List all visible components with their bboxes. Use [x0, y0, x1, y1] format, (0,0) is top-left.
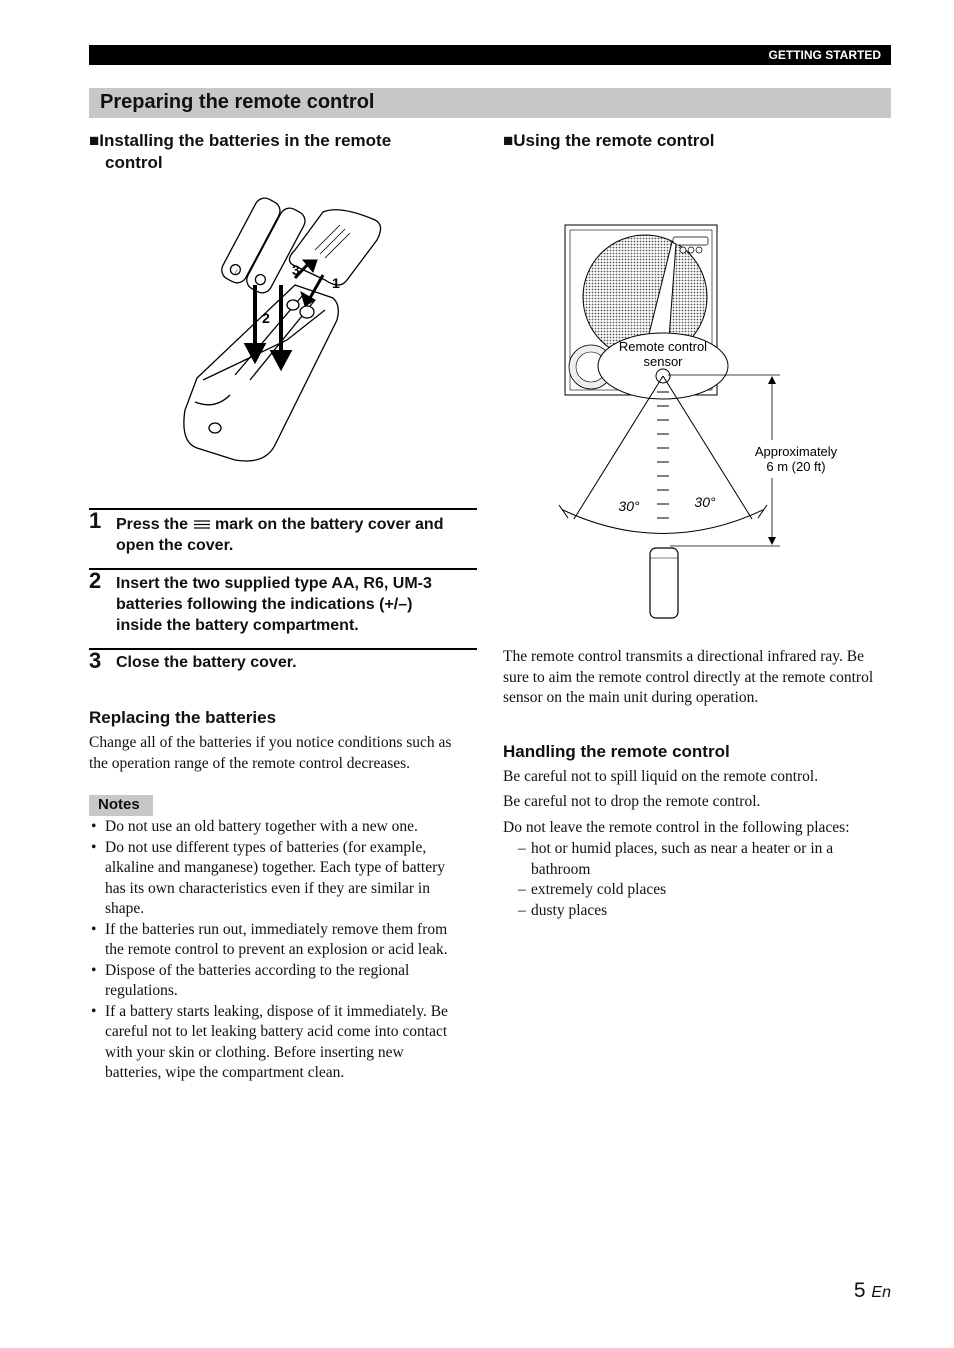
places-list: hot or humid places, such as near a heat…	[518, 839, 893, 921]
step-2-text: Insert the two supplied type AA, R6, UM-…	[116, 575, 432, 634]
step-3-text: Close the battery cover.	[116, 654, 297, 671]
list-item: extremely cold places	[518, 880, 893, 901]
step-1-number: 1	[89, 508, 102, 533]
list-item: hot or humid places, such as near a heat…	[518, 839, 893, 880]
handling-paragraph-1: Be careful not to spill liquid on the re…	[503, 768, 819, 785]
sensor-label-1: Remote control	[619, 339, 707, 354]
callout-1: 1	[332, 275, 340, 291]
notes-label: Notes	[89, 795, 153, 816]
svg-text:–: –	[230, 266, 243, 277]
notes-list: Do not use an old battery together with …	[89, 817, 481, 1084]
distance-label-2: 6 m (20 ft)	[766, 459, 825, 474]
remote-range-diagram: Remote control sensor 30° 30° Approximat…	[558, 224, 838, 619]
angle-left: 30°	[618, 498, 640, 514]
list-item: If a battery starts leaking, dispose of …	[89, 1002, 481, 1084]
step-1-text: Press the mark on the battery cover and …	[116, 516, 444, 554]
install-heading: ■Installing the batteries in the remote …	[89, 131, 392, 172]
header-bar: GETTING STARTED	[89, 45, 891, 65]
replacing-paragraph: Change all of the batteries if you notic…	[89, 734, 452, 772]
callout-3: 3	[292, 262, 300, 278]
angle-right: 30°	[694, 494, 716, 510]
page-number: 5 En	[853, 1279, 891, 1302]
sensor-label-2: sensor	[643, 354, 683, 369]
distance-label-1: Approximately	[755, 444, 838, 459]
section-label: GETTING STARTED	[768, 48, 881, 62]
list-item: Do not use different types of batteries …	[89, 838, 481, 920]
list-item: If the batteries run out, immediately re…	[89, 920, 481, 961]
callout-2: 2	[262, 310, 270, 326]
step-divider	[89, 508, 477, 510]
using-paragraph: The remote control transmits a direction…	[503, 648, 874, 706]
step-divider	[89, 568, 477, 570]
title-bar: Preparing the remote control	[89, 88, 891, 118]
handling-paragraph-2: Be careful not to drop the remote contro…	[503, 793, 761, 810]
list-item: Do not use an old battery together with …	[89, 817, 481, 838]
step-2-number: 2	[89, 568, 102, 593]
using-heading: ■Using the remote control	[503, 131, 715, 150]
list-item: Dispose of the batteries according to th…	[89, 961, 481, 1002]
list-item: dusty places	[518, 901, 893, 922]
handling-paragraph-3: Do not leave the remote control in the f…	[503, 819, 850, 836]
cover-mark-icon	[193, 520, 210, 529]
page-title: Preparing the remote control	[100, 91, 375, 113]
handling-heading: Handling the remote control	[503, 742, 730, 761]
step-3-number: 3	[89, 648, 102, 673]
battery-install-illustration: – 3 1 2	[183, 197, 382, 462]
replacing-heading: Replacing the batteries	[89, 708, 277, 727]
step-divider	[89, 648, 477, 650]
